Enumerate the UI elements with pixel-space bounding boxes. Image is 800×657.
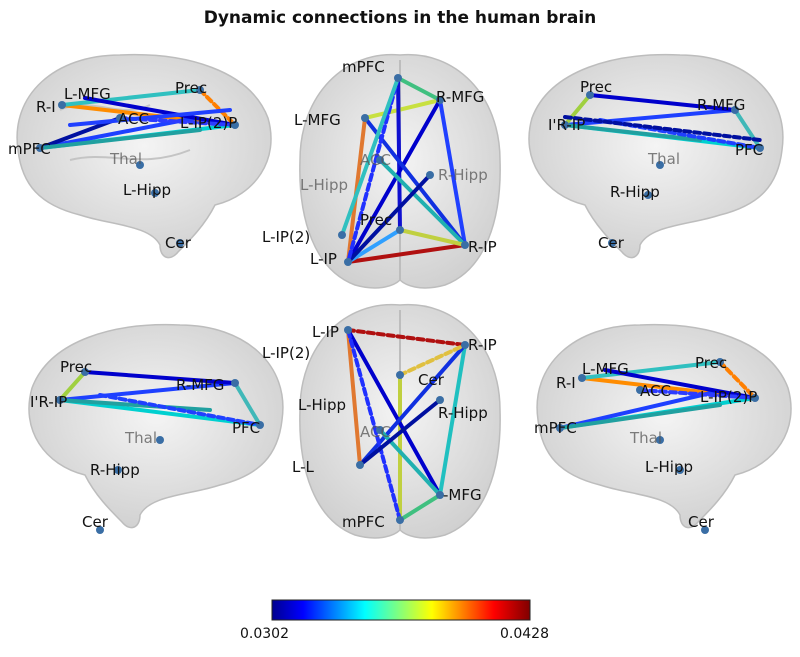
svg-text:L-MFG: L-MFG (582, 360, 629, 378)
brain-silhouette (16, 53, 272, 259)
svg-text:PFC: PFC (232, 419, 260, 437)
svg-text:L-IP: L-IP (312, 323, 339, 341)
svg-text:mPFC: mPFC (8, 140, 51, 158)
svg-text:PFC: PFC (735, 141, 763, 159)
svg-text:R-I: R-I (36, 98, 56, 116)
svg-text:mPFC: mPFC (342, 513, 385, 531)
svg-text:R-MFG: R-MFG (697, 96, 745, 114)
svg-text:Thal: Thal (124, 429, 157, 447)
svg-text:Prec: Prec (360, 211, 392, 229)
svg-text:Cer: Cer (165, 234, 192, 252)
svg-text:Thal: Thal (647, 150, 680, 168)
svg-text:L-IP: L-IP (310, 250, 337, 268)
view-bottom: L-IP L-IP(2) R-IP Cer L-Hipp R-Hipp ACC … (262, 303, 501, 539)
view-left-lateral-lower: L-MFG R-I Prec ACC L-IP(2)P mPFC Thal L-… (534, 323, 792, 534)
view-left-lateral: L-MFG R-I Prec ACC L-IP(2)P mPFC Thal L-… (8, 53, 272, 259)
svg-text:L-IP(2): L-IP(2) (262, 228, 310, 246)
svg-text:R-Hipp: R-Hipp (438, 166, 488, 184)
svg-text:R-Hipp: R-Hipp (438, 404, 488, 422)
svg-text:ACC: ACC (640, 382, 671, 400)
svg-text:Cer: Cer (688, 513, 715, 531)
svg-text:R-MFG: R-MFG (176, 376, 224, 394)
svg-text:L-Hipp: L-Hipp (298, 396, 346, 414)
colorbar (271, 599, 531, 621)
svg-text:R-Hipp: R-Hipp (90, 461, 140, 479)
svg-text:R-MFG: R-MFG (436, 88, 484, 106)
svg-text:Cer: Cer (418, 371, 445, 389)
svg-text:Cer: Cer (598, 234, 625, 252)
svg-text:L-IP(2)P: L-IP(2)P (180, 114, 237, 132)
svg-text:I'R-IP: I'R-IP (548, 116, 585, 134)
svg-text:mPFC: mPFC (342, 58, 385, 76)
svg-text:R-IP: R-IP (468, 336, 497, 354)
svg-text:I'R-IP: I'R-IP (30, 393, 67, 411)
view-right-lateral-lower: Prec R-MFG I'R-IP PFC Thal R-Hipp Cer (28, 323, 284, 534)
svg-text:L-L: L-L (292, 458, 315, 476)
svg-text:Cer: Cer (82, 513, 109, 531)
figure-title: Dynamic connections in the human brain (203, 8, 597, 28)
svg-text:Thal: Thal (629, 429, 662, 447)
svg-text:ACC: ACC (360, 151, 391, 169)
svg-text:Prec: Prec (695, 354, 727, 372)
brain-silhouette (528, 53, 784, 259)
svg-text:L-IP(2): L-IP(2) (262, 344, 310, 362)
svg-text:mPFC: mPFC (534, 419, 577, 437)
svg-text:ACC: ACC (118, 110, 149, 128)
svg-text:L-IP(2)P: L-IP(2)P (700, 388, 757, 406)
node-label: L-MFG (64, 85, 111, 103)
svg-text:L-Hipp: L-Hipp (645, 458, 693, 476)
svg-text:Prec: Prec (580, 78, 612, 96)
svg-text:Prec: Prec (60, 358, 92, 376)
brain-silhouette (28, 323, 284, 529)
colorbar-min-label: 0.0302 (240, 626, 289, 642)
view-top: mPFC R-MFG L-MFG ACC L-Hipp R-Hipp Prec … (262, 53, 501, 289)
view-right-lateral: Prec R-MFG I'R-IP PFC Thal R-Hipp Cer (528, 53, 784, 259)
svg-text:L-Hipp: L-Hipp (300, 176, 348, 194)
svg-text:ACC: ACC (360, 423, 391, 441)
colorbar-max-label: 0.0428 (500, 626, 549, 642)
svg-text:R-Hipp: R-Hipp (610, 183, 660, 201)
svg-text:L-Hipp: L-Hipp (123, 181, 171, 199)
svg-text:-MFG: -MFG (443, 486, 482, 504)
svg-text:Prec: Prec (175, 79, 207, 97)
svg-text:R-IP: R-IP (468, 238, 497, 256)
svg-text:Thal: Thal (109, 150, 142, 168)
svg-text:R-I: R-I (556, 374, 576, 392)
svg-text:L-MFG: L-MFG (294, 111, 341, 129)
